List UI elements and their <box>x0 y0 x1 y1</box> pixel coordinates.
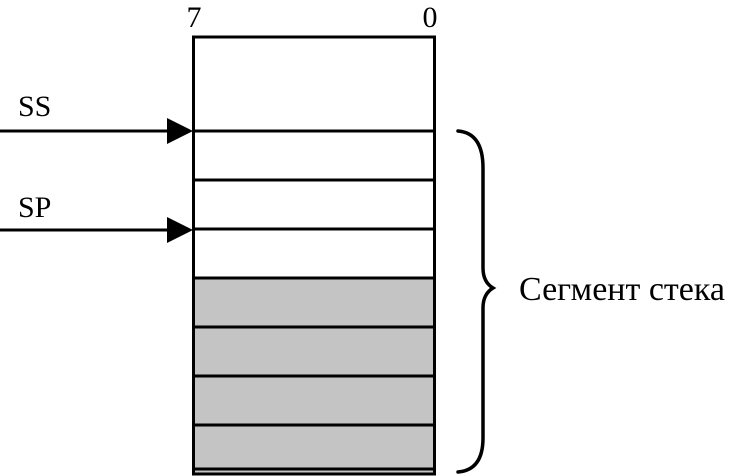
memory-cells <box>192 35 436 476</box>
stack-cell-empty <box>192 227 436 280</box>
segment-label: Сегмент стека <box>519 271 725 308</box>
stack-cell-empty <box>192 178 436 231</box>
ss-pointer: SS <box>0 90 193 144</box>
sp-pointer: SP <box>0 191 193 243</box>
stack-cell-filled <box>192 325 436 378</box>
memory-column-border <box>192 35 436 471</box>
stack-cell-filled <box>192 276 436 329</box>
segment-brace <box>456 129 497 474</box>
ss-label: SS <box>18 90 51 123</box>
stack-cell-empty <box>192 129 436 182</box>
sp-label: SP <box>18 191 51 224</box>
sp-arrow-head <box>167 217 193 243</box>
stack-cell-empty <box>192 35 436 133</box>
stack-cell-filled <box>192 423 436 476</box>
ss-arrow-head <box>167 118 193 144</box>
bit-label-7: 7 <box>187 1 202 34</box>
bit-label-0: 0 <box>423 1 438 34</box>
stack-cell-filled <box>192 374 436 427</box>
